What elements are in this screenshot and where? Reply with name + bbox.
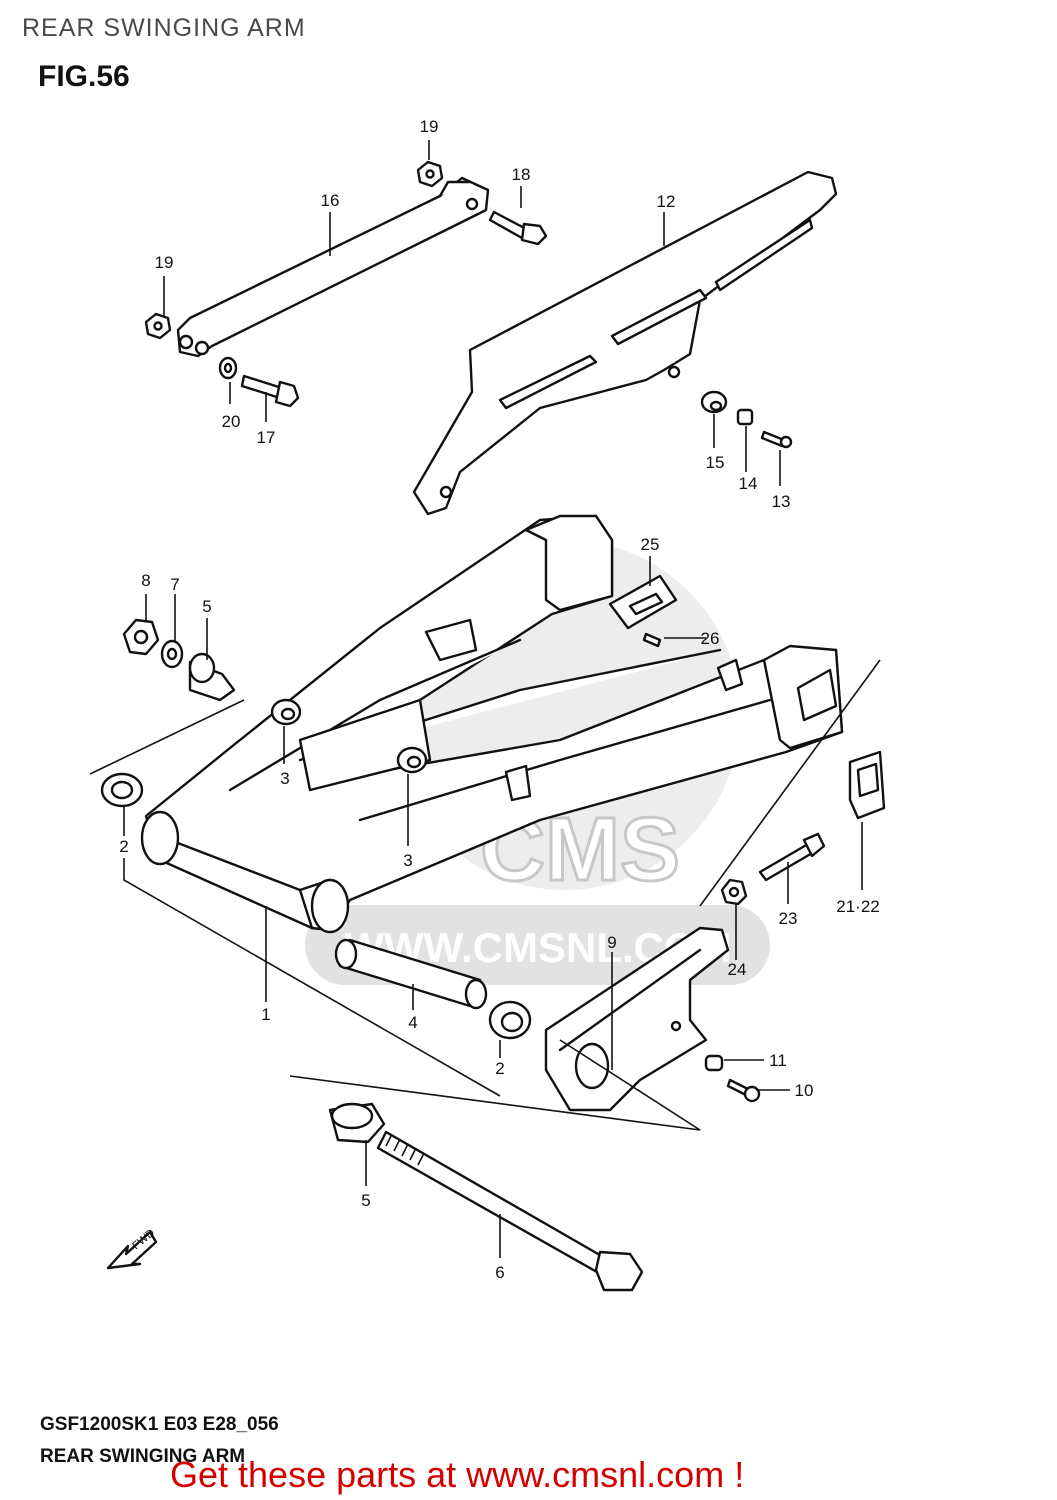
bearing-part[interactable] bbox=[488, 1000, 532, 1040]
callout-24: 24 bbox=[728, 960, 747, 979]
bearing-part[interactable] bbox=[396, 746, 428, 774]
screw-part[interactable] bbox=[642, 632, 662, 648]
callout-15: 15 bbox=[706, 453, 725, 472]
callout-2: 2 bbox=[495, 1059, 504, 1078]
callout-4: 4 bbox=[408, 1013, 417, 1032]
callout-17: 17 bbox=[257, 428, 276, 447]
callout-26: 26 bbox=[701, 629, 720, 648]
callout-19: 19 bbox=[420, 117, 439, 136]
bolt-part[interactable] bbox=[240, 374, 300, 408]
page-title: REAR SWINGING ARM bbox=[22, 14, 306, 42]
diagram-title: REAR SWINGING ARM bbox=[40, 1446, 246, 1467]
nut-part[interactable] bbox=[416, 160, 444, 188]
pivot-shaft-part[interactable] bbox=[376, 1130, 644, 1292]
callout-8: 8 bbox=[141, 571, 150, 590]
bolt-part[interactable] bbox=[488, 210, 548, 246]
collar-part[interactable] bbox=[704, 1054, 724, 1072]
callout-20: 20 bbox=[222, 412, 241, 431]
figure-number: FIG.56 bbox=[38, 60, 130, 93]
cushion-part[interactable] bbox=[700, 390, 728, 414]
nut-part[interactable] bbox=[720, 878, 748, 906]
clip-nut-part[interactable] bbox=[848, 750, 886, 820]
callout-6: 6 bbox=[495, 1263, 504, 1282]
callout-3: 3 bbox=[280, 769, 289, 788]
washer-part[interactable] bbox=[218, 356, 238, 380]
collar-part[interactable] bbox=[188, 652, 236, 702]
forward-arrow-icon: FWD bbox=[106, 1227, 158, 1270]
promo-link[interactable]: Get these parts at www.cmsnl.com ! bbox=[170, 1454, 745, 1495]
collar-part[interactable] bbox=[328, 1102, 386, 1144]
callout-5: 5 bbox=[361, 1191, 370, 1210]
bolt-part[interactable] bbox=[758, 832, 826, 882]
nut-part[interactable] bbox=[122, 618, 160, 656]
nut-part[interactable] bbox=[144, 312, 172, 340]
callout-7: 7 bbox=[170, 575, 179, 594]
callout-21-22: 21·22 bbox=[836, 897, 879, 916]
callout-13: 13 bbox=[772, 492, 791, 511]
callout-3: 3 bbox=[403, 851, 412, 870]
callout-25: 25 bbox=[641, 535, 660, 554]
chain-guard-part[interactable] bbox=[412, 170, 838, 516]
bearing-part[interactable] bbox=[270, 698, 302, 726]
washer-part[interactable] bbox=[160, 639, 184, 669]
callout-14: 14 bbox=[739, 474, 758, 493]
screw-part[interactable] bbox=[760, 430, 793, 449]
collar-part[interactable] bbox=[736, 408, 754, 426]
leader-lines bbox=[89, 140, 881, 1258]
swing-arm-part[interactable] bbox=[140, 514, 844, 934]
callout-23: 23 bbox=[779, 909, 798, 928]
callout-12: 12 bbox=[657, 192, 676, 211]
callout-labels: 19 18 16 12 19 20 17 15 14 13 25 26 8 7 … bbox=[119, 117, 879, 1282]
callout-16: 16 bbox=[321, 191, 340, 210]
callout-19: 19 bbox=[155, 253, 174, 272]
callout-9: 9 bbox=[607, 933, 616, 952]
bearing-part[interactable] bbox=[100, 772, 144, 808]
callout-5: 5 bbox=[202, 597, 211, 616]
screw-part[interactable] bbox=[726, 1078, 761, 1103]
callout-11: 11 bbox=[769, 1051, 787, 1070]
pivot-pipe-part[interactable] bbox=[334, 938, 488, 1010]
diagram-code: GSF1200SK1 E03 E28_056 bbox=[40, 1414, 279, 1435]
torque-rod-part[interactable] bbox=[176, 176, 490, 358]
callout-2: 2 bbox=[119, 837, 128, 856]
callout-10: 10 bbox=[795, 1081, 814, 1100]
adjuster-plate-part[interactable] bbox=[608, 574, 678, 630]
callout-1: 1 bbox=[261, 1005, 270, 1024]
callout-18: 18 bbox=[512, 165, 531, 184]
